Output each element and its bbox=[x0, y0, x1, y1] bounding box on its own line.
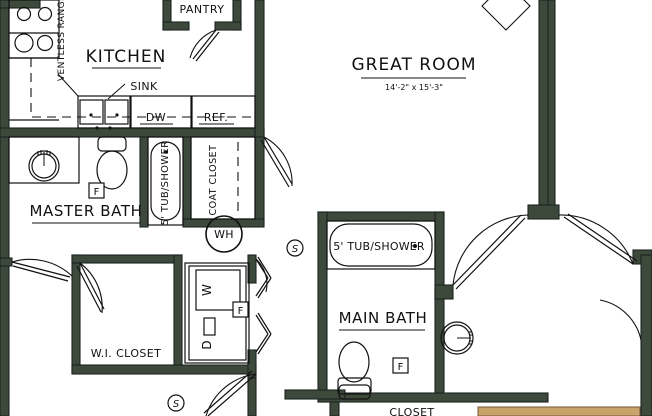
electrical-symbols bbox=[88, 182, 409, 412]
main-toilet-tank bbox=[338, 384, 371, 400]
symbol-label-f-master-bath: F bbox=[94, 187, 100, 198]
wall-kitchen-top bbox=[0, 0, 41, 9]
main-tub-drain bbox=[413, 244, 417, 248]
f-box-main-bath bbox=[392, 357, 409, 374]
room-label-great-room: GREAT ROOM bbox=[351, 55, 476, 75]
door-threshold bbox=[477, 406, 641, 416]
coat-closet-area bbox=[190, 136, 256, 220]
master-lav-outer bbox=[28, 150, 60, 182]
swing-pantry bbox=[189, 29, 217, 59]
diamond-marker bbox=[481, 0, 531, 31]
washer-body bbox=[195, 269, 241, 311]
symbol-label-switch-2: S bbox=[173, 399, 180, 410]
burner-1 bbox=[16, 6, 32, 22]
wall-master-bedroom-jamb bbox=[0, 257, 13, 267]
dishwasher-body bbox=[130, 95, 192, 129]
wall-wi-closet-bottom bbox=[71, 364, 257, 375]
wall-wi-closet-right bbox=[173, 254, 183, 374]
text-labels: KITCHEN PANTRY GREAT ROOM 14'-2" x 15'-3… bbox=[30, 0, 476, 416]
switch-symbol-1 bbox=[286, 239, 304, 257]
wall-exterior-right bbox=[640, 254, 652, 416]
room-label-coat-closet: COAT CLOSET bbox=[208, 145, 219, 216]
burner-4 bbox=[36, 34, 54, 52]
wall-wi-closet-left bbox=[71, 254, 81, 374]
f-box-laundry bbox=[232, 301, 249, 318]
wall-kitchen-bottom bbox=[0, 127, 265, 138]
f-box-master-bath bbox=[88, 182, 105, 199]
laundry-outline bbox=[184, 262, 250, 364]
main-tub-basin bbox=[329, 223, 433, 267]
wall-closet-divider bbox=[329, 401, 340, 416]
counter-dashed bbox=[30, 58, 255, 118]
fixture-label-master-tub-shower: 5' TUB/SHOWER bbox=[160, 141, 171, 226]
fixture-label-refrigerator: REF. bbox=[204, 111, 228, 124]
swing-right-room bbox=[599, 299, 642, 341]
symbol-label-f-main-bath: F bbox=[398, 362, 404, 373]
master-tub-outline bbox=[147, 136, 184, 226]
burner-3 bbox=[14, 33, 34, 53]
master-toilet-bowl bbox=[96, 150, 128, 190]
symbol-label-f-laundry: F bbox=[238, 306, 244, 317]
burner-2 bbox=[37, 6, 53, 22]
master-vanity bbox=[8, 136, 80, 184]
fixture-label-dishwasher: DW bbox=[146, 111, 166, 124]
main-toilet-base bbox=[337, 377, 372, 395]
wall-center-pier-foot bbox=[527, 204, 560, 220]
main-toilet-bowl bbox=[338, 341, 370, 383]
wall-pantry-bottom-right bbox=[214, 21, 242, 31]
dryer-control bbox=[203, 317, 216, 336]
wall-lower-stub bbox=[284, 389, 346, 400]
fixture-label-main-tub-shower: 5' TUB/SHOWER bbox=[333, 240, 425, 253]
room-dimensions-great-room: 14'-2" x 15'-3" bbox=[385, 83, 443, 92]
wall-tub-right bbox=[182, 136, 192, 226]
symbol-label-switch-1: S bbox=[292, 244, 299, 255]
room-label-main-bath: MAIN BATH bbox=[339, 309, 428, 327]
door-swings bbox=[11, 0, 642, 416]
master-tub-drain bbox=[164, 150, 168, 154]
fixture-label-washer: W bbox=[200, 284, 214, 296]
sink-counter bbox=[77, 95, 131, 129]
wall-pantry-bottom-left bbox=[162, 21, 190, 31]
wall-exterior-left bbox=[0, 0, 10, 416]
wall-center-pier bbox=[538, 0, 549, 215]
fixture-label-sink: SINK bbox=[130, 80, 158, 93]
wall-main-bath-left bbox=[317, 211, 328, 403]
room-label-kitchen: KITCHEN bbox=[86, 47, 167, 67]
main-tub-outline bbox=[326, 220, 436, 270]
fixture-label-water-heater: WH bbox=[214, 228, 234, 241]
room-label-wi-closet: W.I. CLOSET bbox=[91, 347, 161, 360]
master-bath-fixtures bbox=[8, 136, 256, 253]
swing-hall bbox=[263, 136, 293, 187]
sink-basin-left bbox=[79, 99, 104, 125]
main-bath-fixtures bbox=[326, 220, 474, 400]
wall-main-bath-top bbox=[317, 211, 445, 222]
room-label-master-bath: MASTER BATH bbox=[30, 202, 143, 220]
switch-symbol-2 bbox=[167, 394, 185, 412]
swing-master-bedroom bbox=[11, 258, 73, 277]
wall-kitchen-right bbox=[254, 0, 265, 138]
kitchen-fixtures bbox=[8, 0, 256, 130]
swing-wi-closet bbox=[79, 262, 103, 314]
wall-hall-lower bbox=[247, 377, 257, 416]
fixture-label-ventless-range: VENTLESS RANGE bbox=[57, 0, 67, 81]
wall-hall-jamb-left bbox=[434, 284, 454, 300]
wall-laundry-top bbox=[182, 218, 265, 228]
sink-leader bbox=[107, 83, 126, 100]
main-lav-outer bbox=[440, 321, 474, 355]
wall-laundry-right-upper bbox=[247, 254, 257, 284]
master-tub-basin bbox=[150, 141, 181, 221]
room-label-bottom-closet: CLOSET bbox=[389, 406, 434, 416]
range-leader bbox=[57, 73, 79, 97]
fixture-label-dryer: D bbox=[200, 340, 214, 349]
room-label-pantry: PANTRY bbox=[179, 3, 224, 16]
water-heater-circle bbox=[205, 215, 243, 253]
refrigerator-body bbox=[191, 95, 256, 129]
wall-wi-closet-top bbox=[71, 254, 183, 264]
swing-great-room-left bbox=[452, 214, 529, 286]
sink-basin-right bbox=[104, 99, 129, 125]
